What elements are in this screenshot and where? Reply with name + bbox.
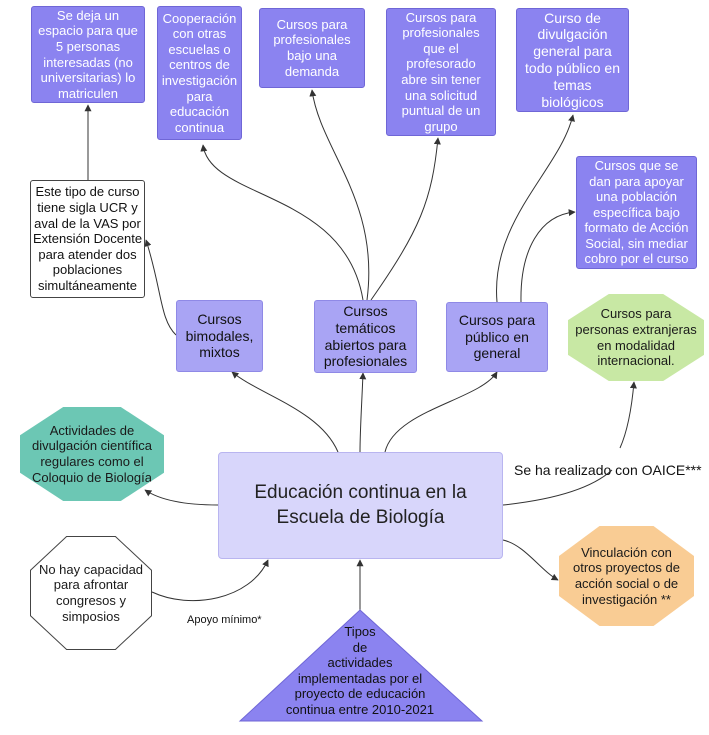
capacidad-outline bbox=[30, 536, 152, 650]
octagon-extranjeras: Cursos para personas extranjeras en moda… bbox=[568, 294, 704, 381]
center-node: Educación continua en la Escuela de Biol… bbox=[218, 452, 503, 559]
edge-bimodales-sigla bbox=[144, 239, 177, 336]
tipos-triangle bbox=[238, 609, 484, 722]
octagon-coloquio: Actividades de divulgación científica re… bbox=[20, 407, 164, 501]
box-publico: Cursos para público en general bbox=[446, 302, 548, 372]
edge-center-publico bbox=[384, 371, 498, 453]
box-accion-social: Cursos que se dan para apoyar una poblac… bbox=[576, 156, 697, 269]
box-bimodales: Cursos bimodales, mixtos bbox=[176, 300, 263, 372]
edge-capacidad-center bbox=[151, 559, 269, 602]
edge-center-vinculacion bbox=[502, 539, 559, 581]
box-profesorado: Cursos para profesionales que el profeso… bbox=[386, 8, 496, 136]
box-sigla: Este tipo de curso tiene sigla UCR y ava… bbox=[30, 180, 145, 298]
label-apoyo: Apoyo mínimo* bbox=[187, 614, 262, 626]
edge-tematicos-cooperacion bbox=[200, 144, 364, 301]
edge-publico-divulgacion bbox=[496, 114, 575, 303]
edge-publico-accion bbox=[520, 209, 576, 303]
edge-tematicos-profesorado bbox=[370, 137, 441, 301]
label-tipos: Tipos de actividades implementadas por e… bbox=[285, 624, 435, 717]
edge-center-oaice bbox=[502, 469, 613, 506]
box-cooperacion: Cooperación con otras escuelas o centros… bbox=[157, 6, 242, 140]
edge-center-coloquio bbox=[144, 489, 219, 506]
edge-center-tematicos bbox=[359, 372, 367, 453]
label-oaice: Se ha realizado con OAICE*** bbox=[514, 462, 702, 478]
box-demanda: Cursos para profesionales bajo una deman… bbox=[259, 8, 365, 88]
octagon-vinculacion: Vinculación con otros proyectos de acció… bbox=[559, 526, 694, 626]
box-divulgacion: Curso de divulgación general para todo p… bbox=[516, 8, 629, 112]
box-tematicos: Cursos temáticos abiertos para profesion… bbox=[314, 300, 417, 373]
edge-center-bimodales bbox=[231, 371, 339, 453]
box-espacio: Se deja un espacio para que 5 personas i… bbox=[31, 6, 145, 103]
edge-oaice-extranjeras bbox=[619, 381, 637, 449]
edge-tematicos-demanda bbox=[309, 89, 370, 301]
